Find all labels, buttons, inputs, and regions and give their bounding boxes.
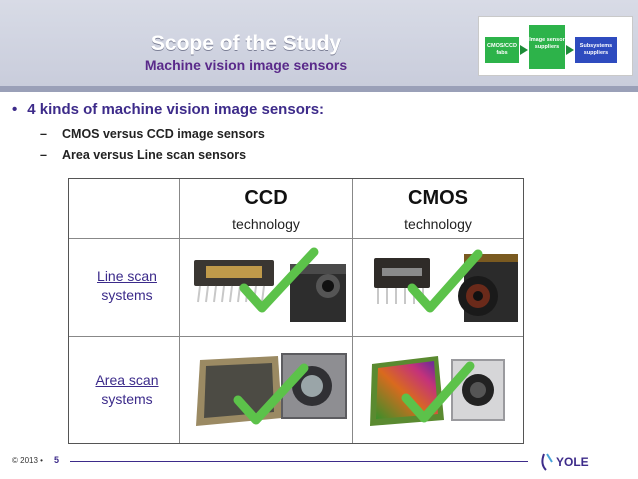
check-icon [239, 247, 319, 313]
cmos-title: CMOS [408, 187, 468, 209]
row-label-area-scan: Area scan systems [77, 371, 177, 409]
line-scan-systems-label: systems [101, 287, 153, 303]
linear-ccd-chip-icon [194, 260, 274, 303]
yole-logo: YOLE [541, 453, 589, 471]
main-bullet-text: 4 kinds of machine vision image sensors: [27, 101, 325, 118]
check-icon [407, 249, 483, 313]
ccd-title: CCD [244, 187, 288, 209]
cmos-line-scan-image [374, 249, 518, 322]
table-divider [179, 179, 180, 443]
sub-bullet-1-text: CMOS versus CCD image sensors [62, 127, 265, 141]
check-icon [401, 361, 475, 423]
ccd-subtitle: technology [232, 216, 300, 232]
row-label-line-scan: Line scan systems [77, 267, 177, 305]
ccd-line-scan-image [194, 247, 346, 322]
slide-title: Scope of the Study [150, 32, 342, 55]
area-ccd-sensor-icon [196, 356, 282, 426]
sub-bullet-2: –Area versus Line scan sensors [40, 148, 247, 162]
logo-text: YOLE [556, 455, 589, 469]
area-scan-label: Area scan [95, 372, 159, 388]
table-divider [69, 238, 523, 239]
copyright-text: © 2013 • [12, 456, 43, 465]
table-divider [352, 179, 353, 443]
header-stripe [0, 86, 638, 92]
sub-bullet-2-text: Area versus Line scan sensors [62, 148, 247, 162]
ccd-area-scan-image [196, 353, 347, 426]
slide-subtitle: Machine vision image sensors [144, 57, 348, 73]
main-bullet: •4 kinds of machine vision image sensors… [12, 101, 325, 118]
sub-bullet-1: –CMOS versus CCD image sensors [40, 127, 265, 141]
column-header-ccd: CCD technology [180, 187, 352, 232]
cmos-area-scan-camera-icon [451, 359, 505, 421]
page-number: 5 [54, 455, 60, 465]
check-icon [233, 363, 309, 425]
cmos-subtitle: technology [404, 216, 472, 232]
arrow-right-icon [566, 45, 574, 55]
arrow-right-icon [520, 45, 528, 55]
flow-box-fabs: CMOS/CCD fabs [485, 37, 519, 63]
column-header-cmos: CMOS technology [353, 187, 523, 232]
sensor-matrix-table: CCD technology CMOS technology Line scan… [68, 178, 524, 444]
footer-line [70, 461, 528, 462]
flow-box-subsystems: Subsystems suppliers [575, 37, 617, 63]
area-scan-systems-label: systems [101, 391, 153, 407]
cmos-area-scan-image [370, 356, 505, 426]
area-cmos-sensor-icon [370, 356, 444, 426]
line-scan-label: Line scan [97, 268, 157, 284]
flow-box-sensor-suppliers: Image sensor suppliers [529, 25, 565, 69]
value-chain-diagram: CMOS/CCD fabs Image sensor suppliers Sub… [478, 16, 633, 76]
table-divider [69, 336, 523, 337]
line-scan-camera-icon [290, 264, 346, 322]
